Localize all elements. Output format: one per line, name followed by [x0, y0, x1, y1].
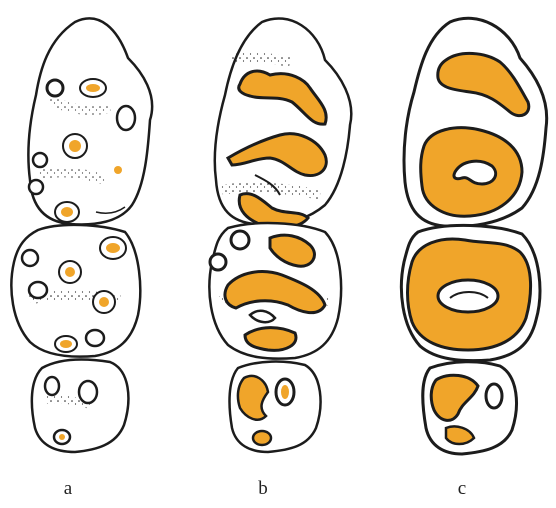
panel-b-caption: b: [253, 478, 273, 500]
dentine-exposure: [69, 140, 81, 152]
cusp: [231, 231, 249, 249]
dentine-exposure: [61, 207, 73, 217]
panel-b-lower-tooth: [230, 362, 321, 452]
panel-a-middle-tooth: [11, 225, 140, 357]
dentine-exposure: [99, 297, 109, 307]
panel-c-tooth-row: [401, 18, 546, 454]
cusp: [29, 282, 47, 298]
dentine-exposure: [59, 434, 65, 440]
panel-a-upper-tooth: [28, 18, 152, 224]
panel-a-lower-tooth: [32, 360, 129, 452]
cusp: [29, 180, 43, 194]
dentine-exposure: [60, 340, 72, 348]
dentine-exposure: [114, 166, 122, 174]
cusp: [117, 106, 135, 130]
panel-c-middle-tooth: [401, 225, 540, 360]
dentine-exposure: [106, 243, 120, 253]
cusp: [33, 153, 47, 167]
panel-c-upper-tooth: [404, 18, 547, 226]
cusp: [486, 384, 502, 408]
dentine-exposure: [253, 431, 271, 445]
panel-b-tooth-row: [209, 18, 351, 452]
cusp: [86, 330, 104, 346]
cusp: [22, 250, 38, 266]
cusp: [47, 80, 63, 96]
cusp: [79, 381, 97, 403]
panel-a-caption: a: [58, 478, 78, 500]
panel-a-tooth-row: [11, 18, 152, 452]
panel-c-caption: c: [452, 478, 472, 500]
dentine-exposure: [281, 385, 289, 399]
dentine-exposure: [238, 376, 268, 420]
cusp: [210, 254, 226, 270]
dentine-exposure: [245, 328, 296, 351]
dentine-exposure: [65, 267, 75, 277]
panel-b-middle-tooth: [209, 223, 341, 359]
dentine-exposure: [86, 84, 100, 92]
panel-b-upper-tooth: [215, 18, 352, 227]
panel-c-lower-tooth: [423, 362, 517, 454]
cusp: [45, 377, 59, 395]
